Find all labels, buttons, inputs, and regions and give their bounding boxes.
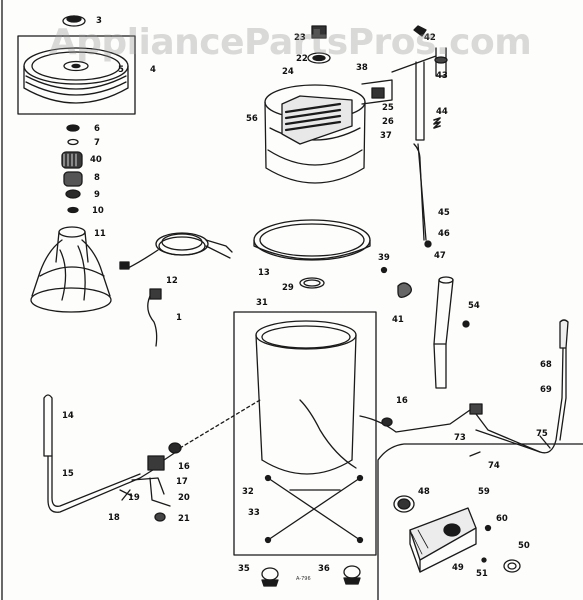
part-tube-47 [433, 276, 454, 389]
callout-label: 4 [150, 65, 156, 75]
callout-label: 11 [94, 229, 106, 239]
leader-line-valve [179, 399, 261, 449]
part-base-48-59 [393, 495, 477, 573]
part-valve-16-21 [119, 442, 182, 522]
callout-label: 39 [378, 253, 390, 263]
part-washer-10 [67, 206, 79, 214]
part-washer-60-50 [481, 524, 521, 573]
callout-label: 9 [94, 190, 100, 200]
callout-label: 44 [436, 107, 448, 117]
part-bracket-38 [361, 79, 393, 105]
callout-label: 35 [238, 564, 250, 574]
part-rod-68-69 [475, 319, 569, 454]
callout-label: 1 [176, 313, 182, 323]
callout-label: 31 [256, 298, 268, 308]
callout-label: 25 [382, 103, 394, 113]
part-hose-14-15 [43, 394, 157, 513]
callout-label: 10 [92, 206, 104, 216]
part-group-box-31 [233, 311, 377, 556]
callout-labels: 3 4 5 6 7 40 8 9 10 11 12 1 14 15 16 17 … [62, 16, 552, 582]
callout-label: 6 [94, 124, 100, 134]
part-cap-3 [62, 15, 86, 27]
callout-label: 42 [424, 33, 436, 43]
part-rod-45-46 [413, 143, 432, 248]
part-power-cord-12 [119, 232, 233, 270]
callout-label: 38 [356, 63, 368, 73]
callout-label: 37 [380, 131, 392, 141]
callout-label: 18 [108, 513, 120, 523]
callout-label: 60 [496, 514, 508, 524]
callout-label: 51 [476, 569, 488, 579]
callout-label: 22 [296, 54, 308, 64]
callout-label: 15 [62, 469, 74, 479]
callout-label: 45 [438, 208, 450, 218]
part-washer-6 [66, 124, 80, 132]
callout-label: 75 [536, 429, 548, 439]
callout-label: 48 [418, 487, 430, 497]
part-nut-54 [462, 320, 470, 328]
callout-label: 3 [96, 16, 102, 26]
callout-label: 46 [438, 229, 450, 239]
part-nut-16b [381, 417, 393, 427]
part-brace-32-33 [264, 474, 364, 544]
diagram-code: A-796 [296, 576, 311, 582]
part-motor-housing [264, 84, 366, 184]
callout-label: 17 [176, 477, 188, 487]
callout-label: 43 [436, 71, 448, 81]
part-feet-35-36 [261, 565, 361, 587]
callout-label: 23 [294, 33, 306, 43]
callout-label: 12 [166, 276, 178, 286]
callout-label: 59 [478, 487, 490, 497]
callout-label: 47 [434, 251, 446, 261]
callout-label: 16 [178, 462, 190, 472]
callout-label: 26 [382, 117, 394, 127]
callout-label: 74 [488, 461, 500, 471]
part-gear-8 [63, 171, 83, 187]
part-shaft-42-43 [391, 25, 448, 141]
part-seal-29 [299, 277, 325, 289]
callout-label: 19 [128, 493, 140, 503]
part-switch-1 [147, 288, 162, 347]
callout-label: 36 [318, 564, 330, 574]
callout-label: 40 [90, 155, 102, 165]
part-nut-9 [65, 189, 81, 199]
part-linkage-73-74-75 [469, 403, 551, 457]
callout-label: 33 [248, 508, 260, 518]
part-basket [255, 320, 357, 475]
callout-label: 49 [452, 563, 464, 573]
part-agitator-11 [30, 226, 112, 313]
callout-label: 56 [246, 114, 258, 124]
part-spring-44 [433, 117, 441, 129]
callout-label: 7 [94, 138, 100, 148]
part-pulley-5 [23, 47, 129, 104]
part-clip-39-41 [380, 266, 412, 298]
callout-label: 21 [178, 514, 190, 524]
part-nut-7 [67, 138, 79, 146]
callout-label: 14 [62, 411, 74, 421]
callout-label: 32 [242, 487, 254, 497]
callout-label: 16 [396, 396, 408, 406]
callout-label: 5 [118, 65, 124, 75]
region-border-line [377, 443, 583, 600]
callout-label: 8 [94, 173, 100, 183]
callout-label: 13 [258, 268, 270, 278]
callout-label: 68 [540, 360, 552, 370]
callout-label: 20 [178, 493, 190, 503]
callout-label: 54 [468, 301, 480, 311]
part-group-box-4 [17, 35, 136, 115]
callout-label: 29 [282, 283, 294, 293]
callout-label: 69 [540, 385, 552, 395]
part-spline-40 [61, 151, 83, 169]
callout-label: 73 [454, 433, 466, 443]
part-fitting-23-22 [307, 25, 331, 64]
callout-label: 50 [518, 541, 530, 551]
part-tub-ring-13 [253, 219, 371, 261]
callout-label: 24 [282, 67, 294, 77]
callout-label: 41 [392, 315, 404, 325]
